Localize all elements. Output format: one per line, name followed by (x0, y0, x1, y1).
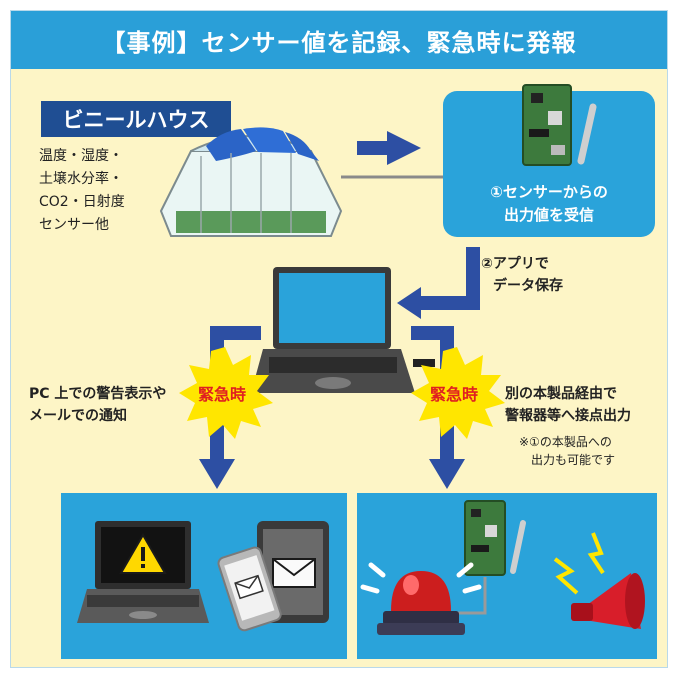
greenhouse-label: ビニールハウス (41, 101, 231, 137)
emergency-label-left: 緊急時 (197, 385, 246, 404)
measurement-item: 温度・湿度・ (39, 148, 123, 164)
output-note: ※①の本製品への 出力も可能です (519, 433, 615, 469)
step1-line: 出力値を受信 (503, 206, 594, 224)
wire-line (449, 577, 487, 615)
smartphone-icon (217, 546, 282, 632)
emergency-label-right: 緊急時 (429, 385, 478, 404)
note-line: 出力も可能です (531, 453, 616, 467)
step1-text: ①センサーからの 出力値を受信 (443, 181, 655, 227)
diagram-graphics (77, 84, 645, 635)
sensor-board-icon (522, 84, 597, 166)
siren-horn-icon (553, 532, 645, 629)
step2-text: ②アプリで データ保存 (481, 253, 563, 297)
measurement-item: 土壌水分率・ (39, 171, 123, 187)
relay-action-text: 別の本製品経由で 警報器等へ接点出力 (505, 383, 631, 427)
measurement-item: センサー他 (39, 217, 109, 233)
measurement-item: CO2・日射度 (39, 194, 125, 210)
step2-line: ②アプリで (481, 256, 549, 272)
relay-line: 警報器等へ接点出力 (505, 408, 631, 424)
notify-line: メールでの通知 (29, 408, 127, 424)
arrow-right-icon (357, 131, 421, 165)
step2-line: データ保存 (493, 278, 563, 294)
page-title: 【事例】センサー値を記録、緊急時に発報 (11, 11, 667, 69)
step1-line: ①センサーからの (490, 183, 608, 201)
diagram-frame: 【事例】センサー値を記録、緊急時に発報 ビニールハウス 温度・湿度・ 土壌水分率… (10, 10, 668, 668)
beacon-light-icon (360, 562, 482, 635)
alert-burst-right (411, 347, 505, 439)
relay-line: 別の本製品経由で (505, 386, 617, 402)
arrow-down-left-icon (397, 247, 480, 319)
notify-line: PC 上での警告表示や (29, 386, 167, 402)
measurement-list: 温度・湿度・ 土壌水分率・ CO2・日射度 センサー他 (39, 145, 125, 237)
laptop-icon (251, 267, 435, 393)
warning-icon (119, 533, 167, 574)
notify-action-text: PC 上での警告表示や メールでの通知 (29, 383, 166, 427)
alert-burst-left (179, 347, 273, 439)
sensor-board-icon (464, 500, 526, 576)
note-line: ※①の本製品への (519, 435, 612, 449)
greenhouse-icon (159, 127, 343, 237)
